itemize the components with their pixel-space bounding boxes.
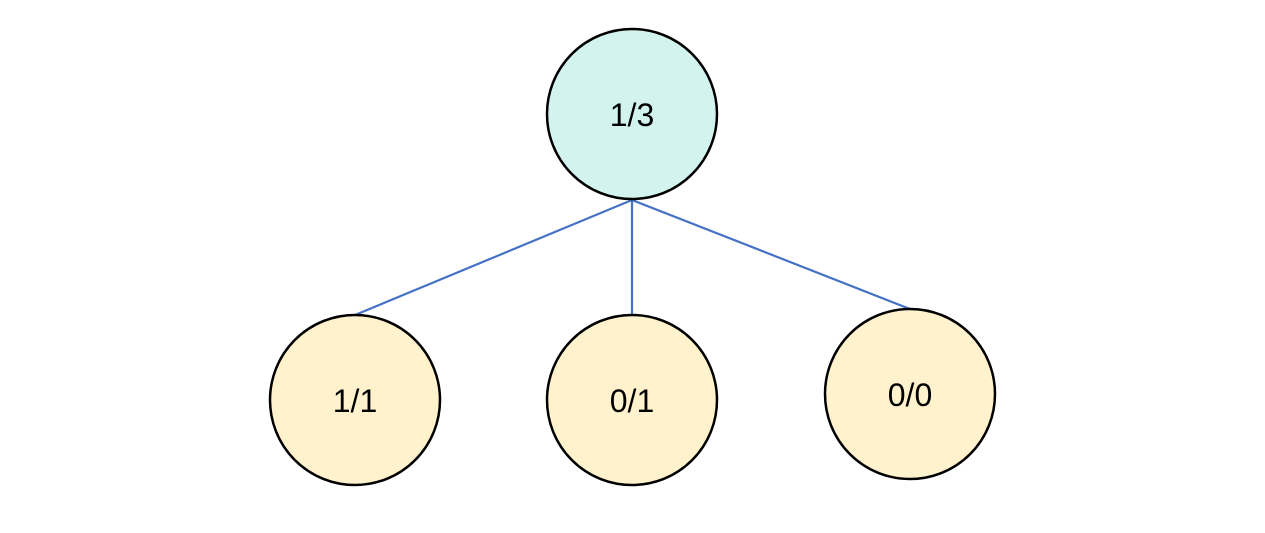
child-node-2-label: 0/1	[610, 383, 654, 419]
child-node-3: 0/0	[823, 307, 997, 481]
child-node-1-circle	[268, 313, 442, 487]
root-node: 1/3	[545, 27, 719, 201]
child-node-3-label: 0/0	[888, 377, 932, 413]
child-node-1: 1/1	[268, 313, 442, 487]
child-node-2-circle	[545, 313, 719, 487]
child-node-2: 0/1	[545, 313, 719, 487]
child-node-1-label: 1/1	[333, 383, 377, 419]
child-node-3-circle	[823, 307, 997, 481]
root-node-circle	[545, 27, 719, 201]
edge-root-to-child-1	[354, 198, 633, 317]
root-node-label: 1/3	[610, 97, 654, 133]
edge-root-to-child-3	[631, 198, 911, 311]
